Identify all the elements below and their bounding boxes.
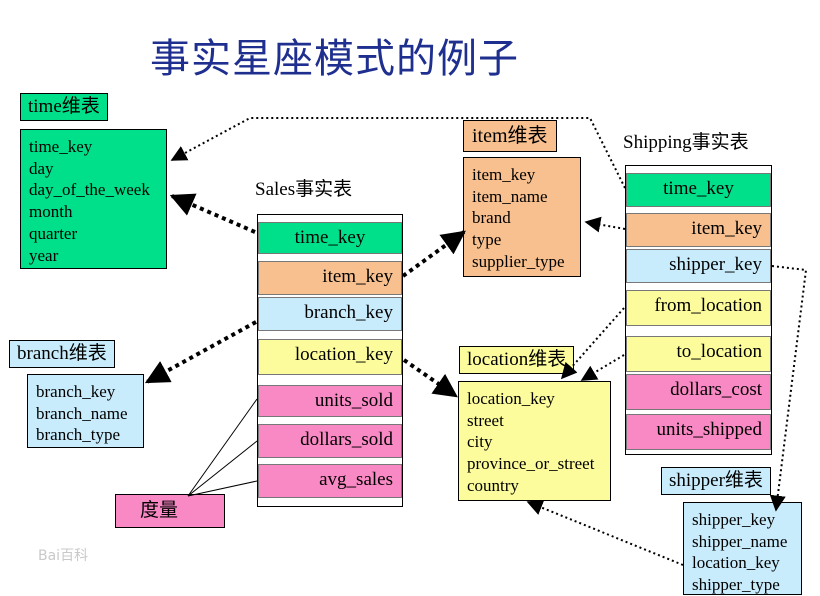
sales-field-item-key: item_key — [258, 261, 402, 295]
shipping-field-to-location: to_location — [626, 336, 771, 372]
time-dim-table: time_key day day_of_the_week month quart… — [20, 129, 167, 269]
branch-dim-field: branch_type — [36, 425, 121, 445]
shipping-to-item-arrow — [584, 216, 626, 233]
time-dim-field: day — [29, 158, 54, 178]
location-dim-field: city — [467, 432, 493, 452]
sales-field-dollars-sold: dollars_sold — [258, 424, 402, 458]
time-dim-field: month — [29, 202, 73, 222]
to-location-to-location-arrow — [580, 354, 625, 381]
item-dim-table: item_key item_name brand type supplier_t… — [463, 157, 581, 277]
location-dim-table: location_key street city province_or_str… — [458, 381, 611, 501]
sales-field-avg-sales: avg_sales — [258, 464, 402, 498]
watermark-logo: Bai百科 — [38, 548, 89, 564]
shipping-fact-label: Shipping事实表 — [623, 132, 749, 153]
item-dim-field: brand — [472, 208, 511, 228]
sales-field-location-key: location_key — [258, 339, 402, 375]
sales-fact-label: Sales事实表 — [255, 179, 353, 200]
measure-line-dollars-sold — [187, 440, 258, 497]
shipper-dim-field: location_key — [692, 553, 780, 573]
time-dim-field: time_key — [29, 137, 93, 156]
time-dim-label: time维表 — [20, 93, 108, 121]
branch-dim-field: branch_key — [36, 382, 116, 401]
time-dim-field: year — [29, 245, 59, 265]
branch-dim-table: branch_key branch_name branch_type — [27, 374, 144, 448]
sales-to-location-arrow — [402, 358, 458, 398]
shipping-to-time-arrow — [170, 117, 626, 189]
sales-to-branch-arrow — [144, 320, 257, 384]
shipping-field-from-location: from_location — [626, 290, 771, 326]
from-location-to-location-arrow — [560, 307, 625, 380]
item-dim-label: item维表 — [463, 120, 557, 152]
location-dim-field: province_or_street — [467, 454, 595, 474]
shipper-dim-table: shipper_key shipper_name location_key sh… — [683, 502, 802, 595]
location-dim-field: street — [467, 410, 504, 430]
shipping-field-shipper-key: shipper_key — [626, 249, 771, 283]
measure-line-units-sold — [187, 398, 258, 497]
sales-to-item-arrow — [401, 230, 466, 278]
branch-dim-field: branch_name — [36, 403, 128, 423]
shipping-field-units-shipped: units_shipped — [626, 414, 771, 450]
time-dim-field: day_of_the_week — [29, 180, 150, 200]
shipping-field-time-key: time_key — [626, 173, 771, 207]
sales-field-time-key: time_key — [258, 222, 402, 254]
time-dim-field: quarter — [29, 223, 78, 243]
sales-field-branch-key: branch_key — [258, 297, 402, 331]
sales-field-units-sold: units_sold — [258, 385, 402, 417]
item-dim-field: item_name — [472, 186, 548, 206]
sales-to-time-arrow — [169, 193, 256, 234]
item-dim-field: item_key — [472, 165, 536, 184]
shipper-dim-field: shipper_key — [692, 510, 776, 529]
location-dim-label: location维表 — [459, 346, 575, 374]
location-dim-field: country — [467, 475, 519, 495]
location-dim-field: location_key — [467, 389, 555, 408]
shipper-dim-label: shipper维表 — [661, 467, 771, 495]
shipping-to-shipper-arrow — [769, 265, 808, 512]
measure-line-avg-sales — [187, 480, 258, 497]
shipper-to-location-arrow — [526, 500, 684, 566]
item-dim-field: type — [472, 230, 502, 250]
page-title: 事实星座模式的例子 — [150, 36, 519, 82]
shipping-field-item-key: item_key — [626, 213, 771, 247]
branch-dim-label: branch维表 — [9, 340, 115, 368]
measure-label: 度量 — [115, 494, 225, 528]
shipping-field-dollars-cost: dollars_cost — [626, 374, 771, 410]
item-dim-field: supplier_type — [472, 251, 565, 271]
shipper-dim-field: shipper_type — [692, 575, 780, 595]
shipper-dim-field: shipper_name — [692, 531, 788, 551]
